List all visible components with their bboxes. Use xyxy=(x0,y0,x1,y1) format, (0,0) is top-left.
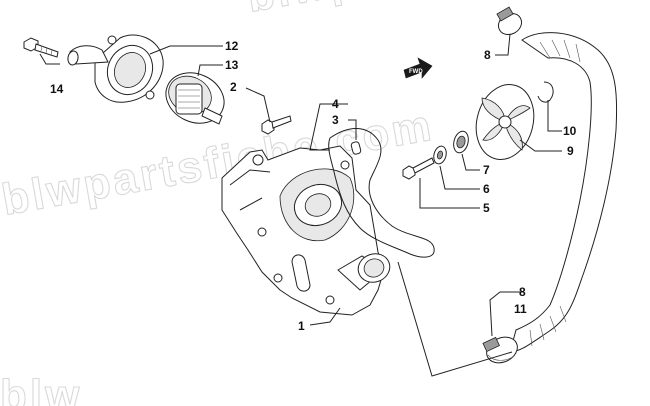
callout-2: 2 xyxy=(230,80,237,94)
thermostat-housing-12 xyxy=(67,34,164,103)
thermostat-13 xyxy=(165,72,225,125)
callout-12: 12 xyxy=(225,39,239,53)
seal-7 xyxy=(453,130,469,154)
callout-11: 11 xyxy=(514,302,527,316)
fwd-arrow-icon: FWD xyxy=(403,57,433,79)
coolant-hose-11 xyxy=(509,32,618,353)
fwd-label: FWD xyxy=(409,69,423,75)
callout-1: 1 xyxy=(298,319,305,333)
bolt-14 xyxy=(23,37,59,58)
callout-7: 7 xyxy=(483,163,490,177)
hose-clamp-8-bottom xyxy=(482,336,518,364)
callout-14: 14 xyxy=(50,82,64,96)
callouts: 1 2 3 4 5 6 7 8 8 9 10 11 12 13 14 xyxy=(50,39,577,333)
circlip-10 xyxy=(537,81,554,103)
callout-8-top: 8 xyxy=(484,48,491,62)
callout-10: 10 xyxy=(563,124,577,138)
bolt-2 xyxy=(261,115,292,135)
dowel-pin-3 xyxy=(350,141,362,155)
washer-6 xyxy=(433,145,447,165)
callout-6: 6 xyxy=(483,182,490,196)
callout-4: 4 xyxy=(332,97,339,111)
watermark-bottom: blw xyxy=(0,371,82,406)
callout-5: 5 xyxy=(483,201,490,215)
water-pump-housing-1 xyxy=(221,145,391,316)
watermark-top: blwpartsfiche.com xyxy=(243,0,650,22)
callout-13: 13 xyxy=(225,58,239,72)
callout-8-bottom: 8 xyxy=(519,285,526,299)
callout-3: 3 xyxy=(332,113,339,127)
connector-line xyxy=(397,261,513,377)
leader-lines xyxy=(39,33,562,337)
bolt-5 xyxy=(402,157,435,180)
hose-clamp-8-top xyxy=(496,6,523,36)
gasket-4 xyxy=(328,128,435,258)
impeller-9 xyxy=(475,84,535,160)
callout-9: 9 xyxy=(567,144,574,158)
